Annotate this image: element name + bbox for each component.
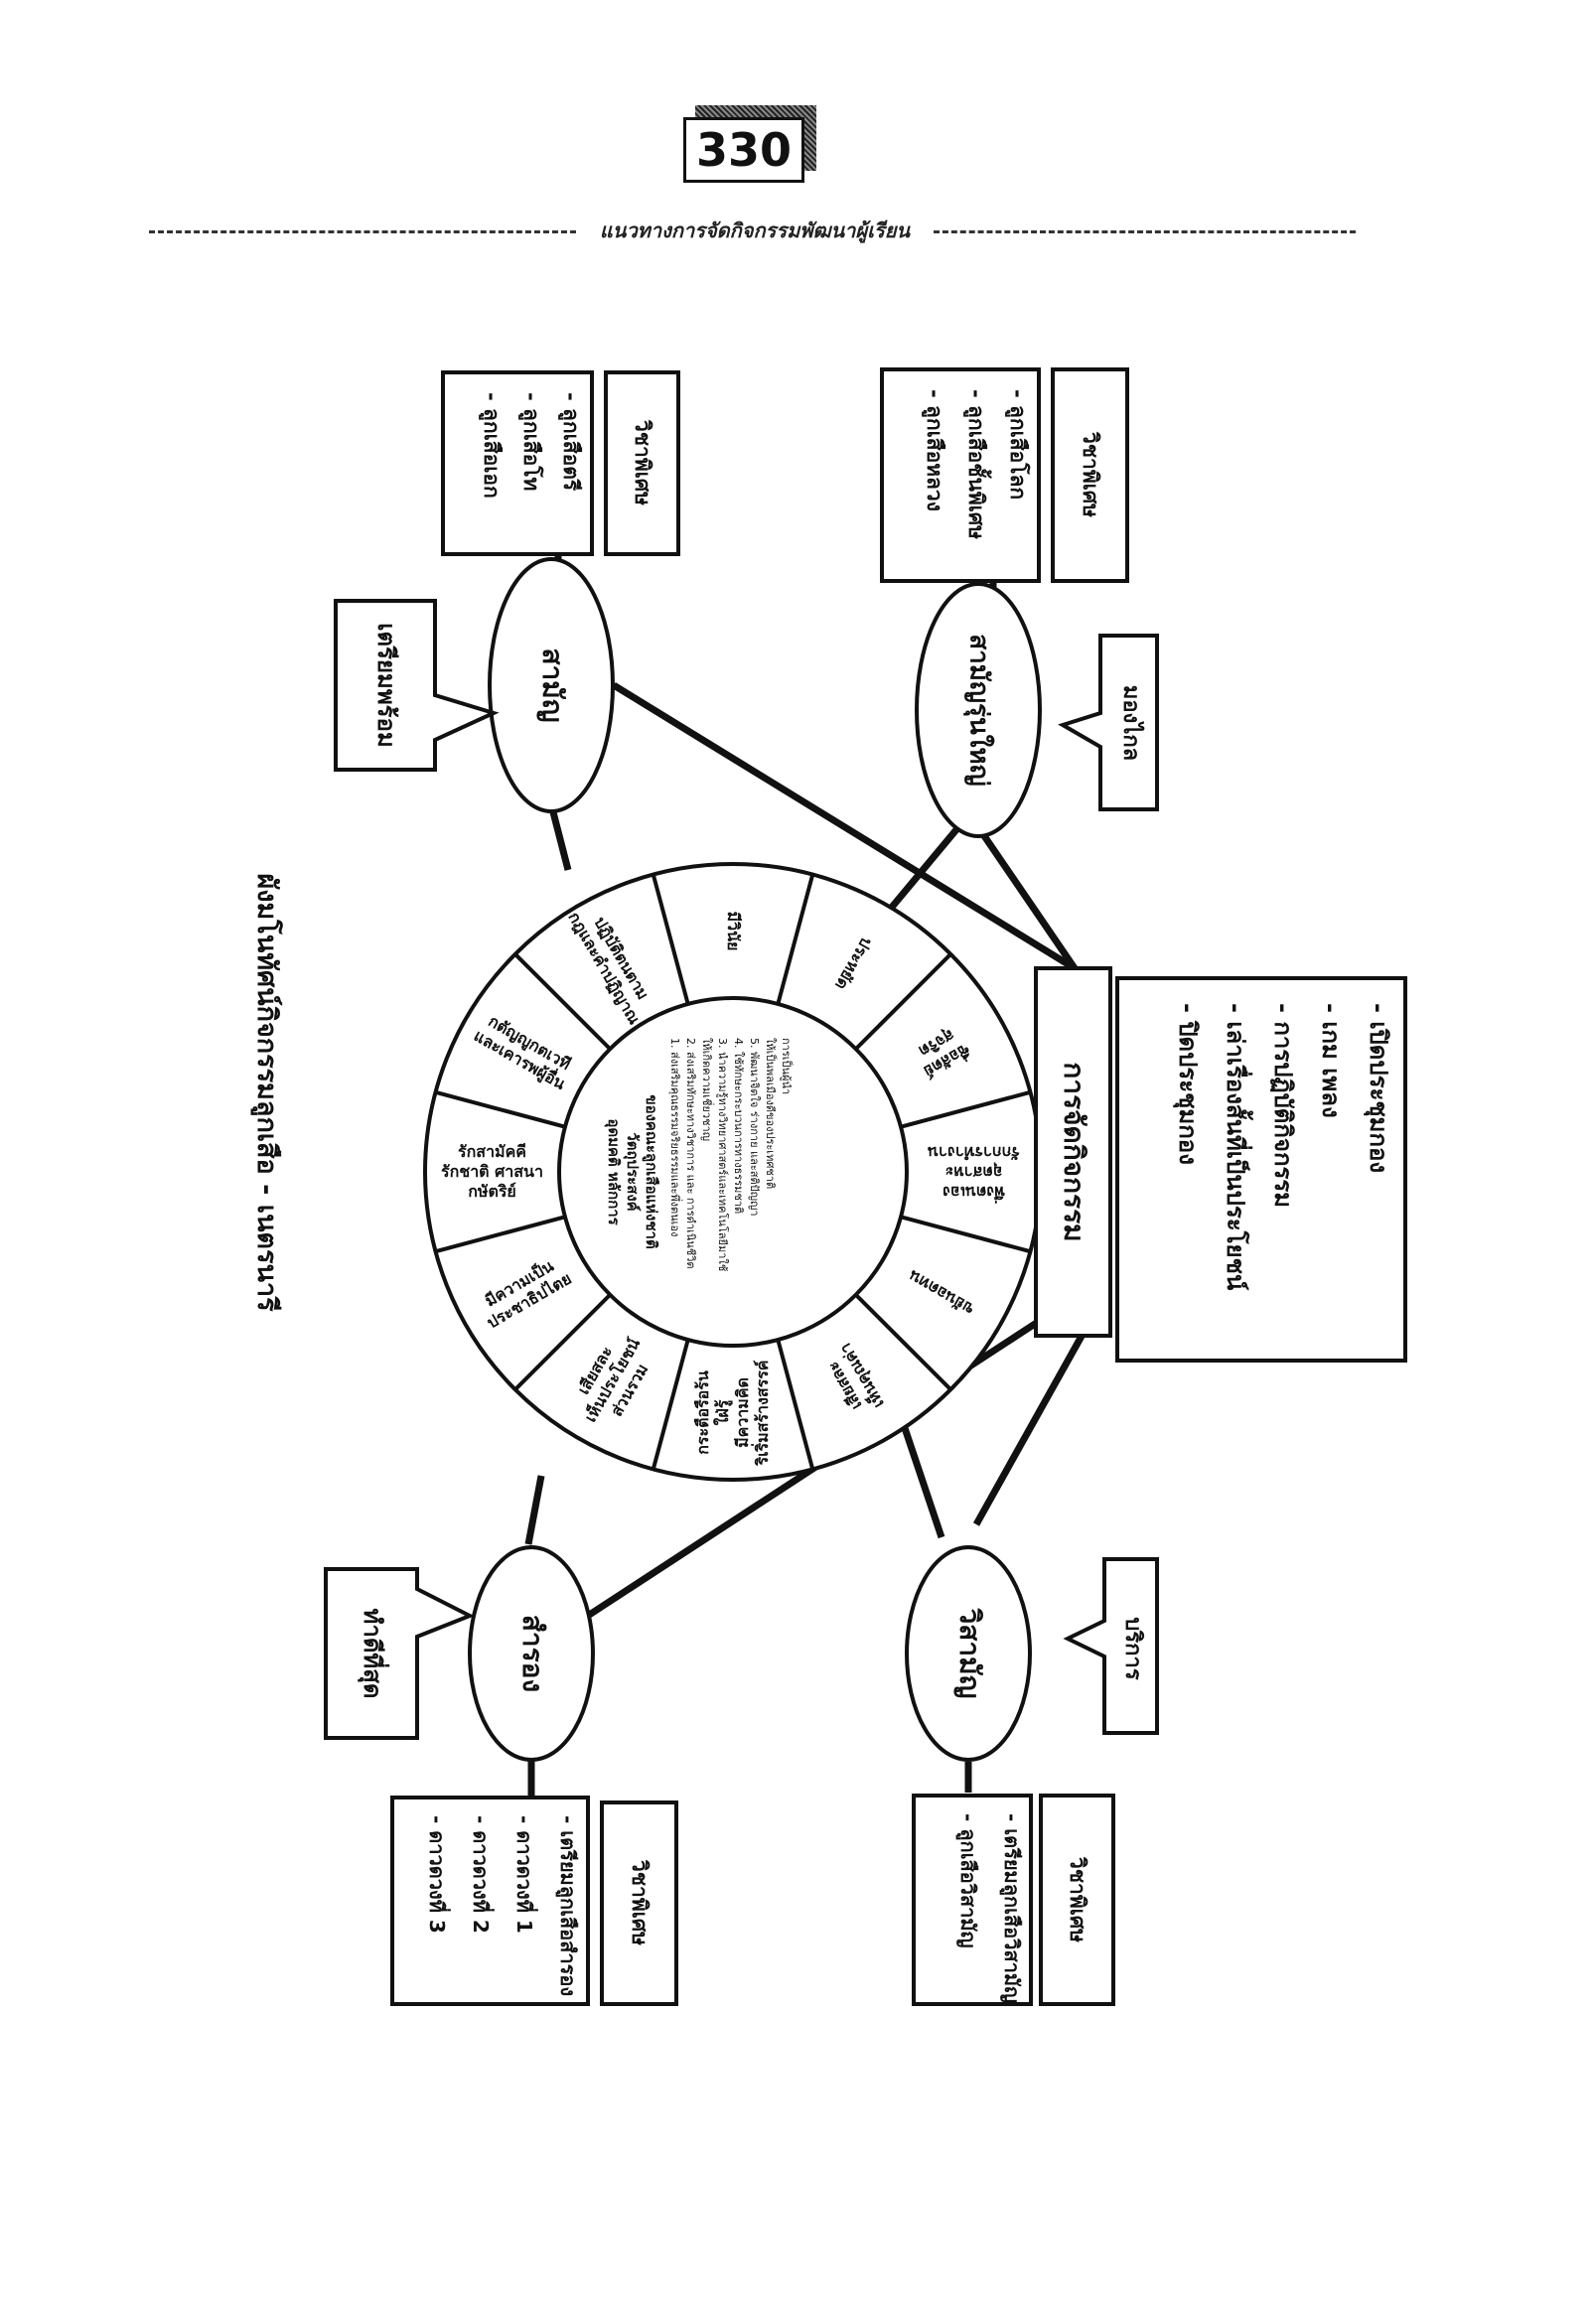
wisamanya-rank-1: - เตรียมลูกเสือวิสามัญ [998, 1813, 1024, 2003]
activity-item-2: - เกม เพลง [1317, 1003, 1345, 1118]
wheel-spoke-6 [854, 1293, 952, 1391]
wheel-spoke-5 [900, 1215, 1031, 1254]
wheel-spoke-10 [435, 1215, 566, 1254]
wisamanya-name: วิสามัญ [953, 1607, 986, 1698]
center-heading-2: วัตถุประสงค์ [623, 1132, 642, 1211]
center-item-7: ให้เป็นพลเมืองดีของประเทศชาติ [764, 1038, 778, 1189]
wheel-spoke-11 [435, 1089, 566, 1129]
samrong-rank-1: - เตรียมลูกเสือสำรอง [554, 1815, 580, 1996]
senior-rank-1: - ลูกเสือโลก [1004, 389, 1031, 500]
center-item-2: 2. ส่งเสริมทักษะทางวิชาการ และ การดำเนิน… [684, 1038, 697, 1269]
center-item-8: การเป็นผู้นำ [780, 1038, 794, 1094]
wheel-spoke-12 [513, 952, 612, 1051]
samanya-rank-3: - ลูกเสือเอก [478, 392, 504, 499]
samrong-oval [468, 1545, 595, 1762]
activity-title: การจัดกิจกรรม [1058, 1062, 1090, 1241]
senior-special: วิชาพิเศษ [1079, 431, 1102, 517]
center-heading-3: ของคณะลูกเสือแห่งชาติ [642, 1094, 660, 1248]
samrong-ranks-box [390, 1796, 590, 2006]
wheel-segment-label: มีวินัย [724, 912, 743, 951]
samrong-rank-2: - ดาวดวงที่ 1 [512, 1815, 539, 1934]
center-heading-1: อุดมคติ หลักการ [604, 1118, 623, 1225]
samanya-name: สามัญ [536, 648, 569, 722]
branch-samanya-senior: สามัญรุ่นใหญ่ มองไกล - ลูกเสือโลก - ลูกเ… [880, 367, 1159, 838]
line-wisamanya-activity [972, 1329, 1088, 1526]
samanya-motto-callout [334, 599, 500, 772]
header-rule-left [149, 230, 576, 233]
samrong-special: วิชาพิเศษ [628, 1859, 652, 1945]
samrong-motto-callout [324, 1567, 475, 1740]
samrong-rank-4: - ดาวดวงที่ 3 [425, 1815, 452, 1934]
wisamanya-motto-callout [1063, 1557, 1159, 1735]
center-item-5: 4. ใช้ทักษะกระบวนการทางธรรมชาติ [732, 1038, 745, 1214]
wheel-spoke-2 [776, 874, 815, 1005]
center-item-4: 3. นำความรู้ทางวิทยาศาสตร์และเทคโนโลยีมา… [716, 1038, 730, 1271]
samrong-rank-3: - ดาวดวงที่ 2 [469, 1815, 496, 1934]
line-samanya-activity [612, 682, 1077, 971]
branch-wisamanya: วิสามัญ บริการ - เตรียมลูกเสือวิสามัญ - … [905, 1545, 1159, 2006]
senior-motto-callout [1058, 634, 1159, 811]
activity-item-4: - เล่าเรื่องสั้นที่เป็นประโยชน์ [1222, 1003, 1254, 1291]
wisamanya-special-box [1039, 1794, 1115, 2006]
senior-motto: มองไกล [1118, 685, 1145, 761]
senior-special-box [1051, 367, 1129, 583]
wheel-inner-circle [557, 996, 909, 1348]
line-samrong-wheel [524, 1475, 545, 1545]
center-content: อุดมคติ หลักการ วัตถุประสงค์ ของคณะลูกเส… [604, 1038, 794, 1271]
wheel-spokes [435, 874, 1031, 1470]
senior-ranks-box [880, 367, 1041, 583]
wheel-spoke-7 [776, 1339, 815, 1470]
diagram-title: ผังมโนทัศน์กิจกรรมลูกเสือ - เนตรนารี [250, 873, 284, 1312]
wisamanya-motto: บริการ [1120, 1617, 1145, 1679]
wheel-segment-label: พึ่งตนเองอุตสาหะรักการทำงาน [928, 1143, 1020, 1204]
wisamanya-oval [905, 1545, 1032, 1762]
wheel-spoke-1 [651, 874, 690, 1005]
activity-box: การจัดกิจกรรม - เปิดประชุมกอง - เกม เพลง… [1034, 966, 1407, 1363]
samrong-motto: ทำดีที่สุด [357, 1609, 390, 1699]
header-rule-right [934, 230, 1356, 233]
wisamanya-ranks-box [912, 1794, 1033, 2006]
samanya-oval [488, 557, 615, 813]
wisamanya-special: วิชาพิเศษ [1066, 1856, 1089, 1943]
activity-title-box [1034, 966, 1112, 1338]
wheel-spoke-3 [854, 952, 952, 1051]
samrong-name: สำรอง [516, 1615, 549, 1692]
wheel-spoke-9 [513, 1293, 612, 1391]
senior-name: สามัญรุ่นใหญ่ [963, 634, 995, 787]
activity-item-3: - การปฏิบัติกิจกรรม [1269, 1003, 1297, 1208]
activity-item-1: - เปิดประชุมกอง [1363, 1003, 1392, 1173]
center-item-3: ให้เกิดความเชี่ยวชาญ [700, 1038, 715, 1141]
line-wisamanya-wheel [900, 1423, 945, 1539]
wheel-spoke-4 [900, 1089, 1031, 1129]
wisamanya-rank-2: - ลูกเสือวิสามัญ [954, 1813, 980, 1948]
samanya-rank-1: - ลูกเสือตรี [557, 392, 583, 492]
branch-samanya: สามัญ เตรียมพร้อม - ลูกเสือตรี - ลูกเสือ… [334, 370, 680, 813]
samanya-special: วิชาพิเศษ [631, 419, 654, 505]
wheel-segment-label: กระตือรือร้นใฝ่รู้มีความคิดริเริ่มสร้างส… [693, 1360, 772, 1466]
samanya-ranks-box [441, 370, 594, 556]
samanya-motto: เตรียมพร้อม [372, 623, 400, 748]
activity-item-5: - ปิดประชุมกอง [1172, 1003, 1202, 1165]
branch-samrong: สำรอง ทำดีที่สุด - เตรียมลูกเสือสำรอง - … [324, 1545, 678, 2006]
wheel-spoke-8 [651, 1339, 690, 1470]
center-item-1: 1. ส่งเสริมคุณธรรมจริยธรรมและพึ่งตนเอง [668, 1038, 683, 1236]
senior-rank-3: - ลูกเสือหลวง [921, 389, 946, 511]
samrong-special-box [600, 1800, 678, 2006]
activity-list-box [1115, 976, 1407, 1363]
senior-rank-2: - ลูกเสือชั้นพิเศษ [962, 389, 992, 539]
header-title: แนวทางการจัดกิจกรรมพัฒนาผู้เรียน [599, 218, 911, 242]
senior-oval [915, 582, 1042, 838]
samanya-rank-2: - ลูกเสือโท [517, 392, 544, 491]
wheel-segment-label: รักสามัคคีรักชาติ ศาสนากษัตริย์ [441, 1142, 543, 1201]
values-wheel: มีวินัยประหยัดซื่อสัตย์สุจริตพึ่งตนเองอุ… [423, 862, 1043, 1482]
samanya-special-box [604, 370, 680, 556]
center-item-6: 5. พัฒนาจิตใจ ร่างกาย และสติปัญญา [748, 1038, 761, 1217]
page-number: 330 [683, 117, 804, 183]
line-samanya-wheel [547, 803, 572, 871]
